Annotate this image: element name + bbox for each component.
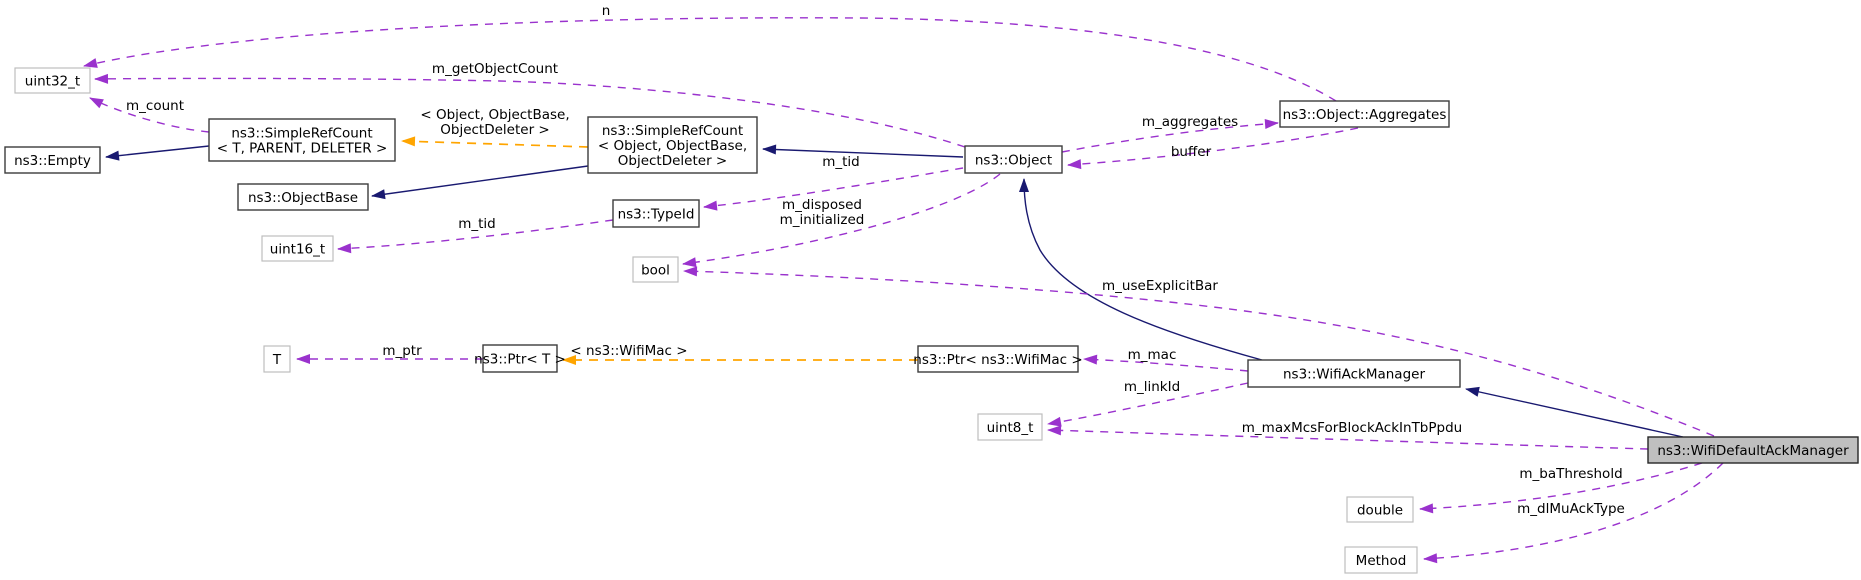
node-box-double [1346,496,1414,523]
node-label-ns3-wifiackmanager: ns3::WifiAckManager [1283,366,1425,382]
edge-member-ns3-object-aggregates-to-uint32_t [83,17,1337,102]
node-box-ns3-object-aggregates[interactable] [1279,100,1450,128]
node-ns3-empty[interactable]: ns3::Empty [4,146,101,174]
edge-label-m-useexplicitbar: m_useExplicitBar [1102,278,1218,294]
node-box-simplerefcount-object[interactable] [587,116,758,174]
node-box-ns3-empty[interactable] [4,146,101,174]
edge-member-ns3-wifiackmanager-to-uint8_t [1047,382,1249,427]
edge-inherit-simplerefcount-object-to-ns3-objectbase [371,165,589,200]
node-label-method: Method [1356,553,1407,569]
edge-member-ns3-object-to-uint32_t [94,73,966,148]
edge-label-m-count: m_count [126,98,184,114]
edge-label-m-bathreshold: m_baThreshold [1519,466,1622,482]
edge-label--ns3-wifimac-: < ns3::WifiMac > [570,343,687,359]
edge-member-ns3-typeid-to-uint16_t [337,219,614,254]
edges-layer [83,17,1724,564]
node-label-ns3-ptr-wifimac: ns3::Ptr< ns3::WifiMac > [913,352,1082,368]
edge-member-ns3-wifiackmanager-to-ns3-ptr-wifimac [1083,354,1249,372]
edge-label-m-aggregates: m_aggregates [1142,114,1238,130]
edge-member-ns3-wifidefaultackmanager-to-bool [683,266,1715,437]
node-box-uint16_t [261,235,334,262]
node-bool: bool [632,256,679,283]
edge-member-ns3-wifidefaultackmanager-to-method [1423,462,1724,564]
node-ns3-object[interactable]: ns3::Object [964,145,1063,174]
node-box-uint8_t [977,413,1043,441]
node-simplerefcount-object[interactable]: ns3::SimpleRefCount< Object, ObjectBase,… [587,116,758,174]
node-ns3-ptr-t[interactable]: ns3::Ptr< T > [474,344,566,373]
node-label-simplerefcount-object: ns3::SimpleRefCount< Object, ObjectBase,… [598,123,747,169]
node-ns3-wifidefaultackmanager: ns3::WifiDefaultAckManager [1647,436,1859,464]
edge-member-ns3-object-to-ns3-typeid [703,167,964,211]
node-box-bool [632,256,679,283]
node-simplerefcount-t[interactable]: ns3::SimpleRefCount< T, PARENT, DELETER … [208,118,396,162]
node-box-simplerefcount-t[interactable] [208,118,396,162]
node-label-double: double [1357,502,1403,518]
node-uint16_t: uint16_t [261,235,334,262]
edge-label-m-tid: m_tid [458,216,496,232]
edge-inherit-simplerefcount-t-to-ns3-empty [105,145,210,161]
node-label-uint16_t: uint16_t [270,241,325,257]
node-box-ns3-wifidefaultackmanager [1647,436,1859,464]
node-label-ns3-wifidefaultackmanager: ns3::WifiDefaultAckManager [1657,443,1849,459]
node-ns3-wifiackmanager[interactable]: ns3::WifiAckManager [1247,359,1461,388]
node-box-ns3-wifiackmanager[interactable] [1247,359,1461,388]
node-label-uint32_t: uint32_t [25,73,80,89]
node-box-method [1344,546,1418,574]
edge-inherit-ns3-wifiackmanager-to-ns3-object [1019,178,1263,361]
node-label-ns3-object-aggregates: ns3::Object::Aggregates [1283,107,1447,123]
node-double: double [1346,496,1414,523]
edge-inherit-ns3-wifidefaultackmanager-to-ns3-wifiackmanager [1465,386,1684,438]
node-label-simplerefcount-t: ns3::SimpleRefCount< T, PARENT, DELETER … [217,125,388,156]
node-ns3-typeid[interactable]: ns3::TypeId [612,199,700,228]
node-box-ns3-ptr-wifimac[interactable] [917,345,1079,373]
node-ns3-ptr-wifimac[interactable]: ns3::Ptr< ns3::WifiMac > [913,345,1083,373]
node-label-uint8_t: uint8_t [987,420,1034,436]
edge-member-simplerefcount-t-to-uint32_t [89,97,210,133]
edge-inherit-ns3-object-to-simplerefcount-object [762,144,964,158]
edge-label-n: n [602,3,611,19]
edge-label-m-ptr: m_ptr [382,343,422,359]
node-box-ns3-ptr-t[interactable] [482,344,558,373]
edge-member-ns3-object-to-bool [682,173,1001,268]
edge-label-m-tid: m_tid [822,154,860,170]
edge-label-m-maxmcsforblockackintbppdu: m_maxMcsForBlockAckInTbPpdu [1242,420,1462,436]
node-label-ns3-empty: ns3::Empty [14,153,91,169]
node-label-bool: bool [641,262,670,278]
node-box-ns3-object[interactable] [964,145,1063,174]
node-box-t [263,345,291,373]
edge-label-m-mac: m_mac [1128,347,1177,363]
node-label-ns3-objectbase: ns3::ObjectBase [248,190,358,206]
node-t: T [263,345,291,373]
edge-label--object-objectbase-: < Object, ObjectBase,ObjectDeleter > [420,107,569,138]
edge-member-ns3-wifidefaultackmanager-to-double [1419,462,1703,514]
node-uint32_t: uint32_t [14,67,91,94]
edge-label-buffer: buffer [1171,144,1212,160]
edge-member-ns3-object-aggregates-to-ns3-object [1067,127,1359,170]
node-box-ns3-objectbase[interactable] [237,183,369,211]
node-box-ns3-typeid[interactable] [612,199,700,228]
node-method: Method [1344,546,1418,574]
edge-member-ns3-object-to-ns3-object-aggregates [1061,118,1279,153]
edge-member-ns3-wifidefaultackmanager-to-uint8_t [1047,425,1649,450]
node-box-uint32_t [14,67,91,94]
edge-label-m-getobjectcount: m_getObjectCount [432,61,558,77]
node-label-ns3-ptr-t: ns3::Ptr< T > [474,351,566,367]
node-ns3-objectbase[interactable]: ns3::ObjectBase [237,183,369,211]
node-label-t: T [272,352,282,368]
node-label-ns3-object: ns3::Object [975,152,1052,168]
node-label-ns3-typeid: ns3::TypeId [618,206,695,222]
edge-label-m-linkid: m_linkId [1124,379,1180,395]
edge-label-m-dlmuacktype: m_dlMuAckType [1517,501,1625,517]
edge-labels-layer: m_count < Object, ObjectBase,ObjectDelete… [126,3,1625,517]
node-uint8_t: uint8_t [977,413,1043,441]
node-ns3-object-aggregates[interactable]: ns3::Object::Aggregates [1279,100,1450,128]
